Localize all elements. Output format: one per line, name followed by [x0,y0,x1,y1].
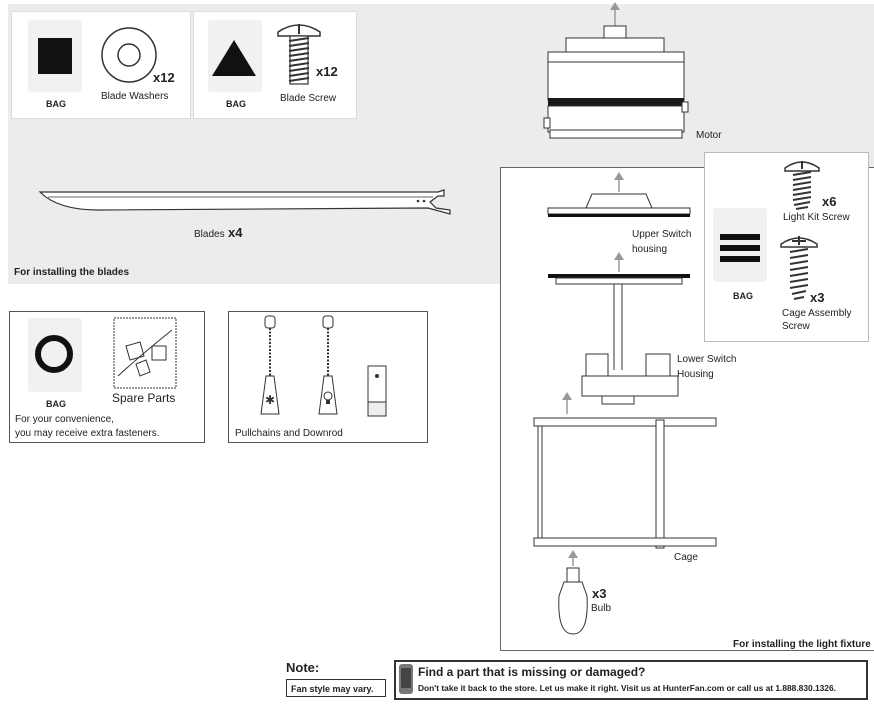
upper-switch-label-1: Upper Switch [632,229,692,240]
blade-washers-card [12,12,190,118]
bulb-label: Bulb [591,603,612,614]
cage-icon [533,392,717,549]
blade-screw-icon [277,24,321,85]
bulb-qty: x3 [592,586,607,601]
blade-icon [38,189,451,215]
bag-label: BAG [733,291,753,301]
spare-note-2: you may receive extra fasteners. [15,428,160,439]
pullchain-label: Pullchains and Downrod [235,428,343,439]
bulb-icon [558,550,588,635]
spare-parts-label: Spare Parts [112,391,176,405]
bag-label: BAG [46,99,66,109]
cage-screw-label-1: Cage Assembly [782,308,852,319]
lightkit-label: Light Kit Screw [783,212,850,223]
help-text: Don't take it back to the store. Let us … [418,683,836,693]
cage-screw-qty: x3 [810,290,825,305]
triangle-symbol-icon [212,40,256,76]
lower-switch-label-1: Lower Switch [677,354,737,365]
cage-screw-icon [780,236,818,300]
cage-screw-label-2: Screw [782,321,810,332]
lower-switch-housing-icon [548,252,690,405]
upper-switch-housing-icon [547,172,691,217]
motor-icon [543,2,689,139]
help-title: Find a part that is missing or damaged? [418,665,646,679]
light-kit-screw-icon [784,161,820,210]
upper-switch-label-2: housing [632,244,668,255]
phone-screen [401,668,411,688]
downrod-icon [367,365,387,417]
lightkit-qty: x6 [822,194,837,209]
spare-parts-bag-icon [113,317,177,389]
fan-pullchain-icon: ✱ [260,315,280,415]
blades-caption: For installing the blades [14,267,130,278]
note-text: Fan style may vary. [291,684,374,694]
square-symbol-icon [38,38,72,74]
bag-label: BAG [226,99,246,109]
blades-label: Blades [194,229,225,240]
screw-label: Blade Screw [280,93,337,104]
bag-label: BAG [46,399,66,409]
triple-bar-symbol-icon [720,234,760,262]
washer-icon [101,27,157,83]
motor-label: Motor [696,130,722,141]
note-title: Note: [286,660,320,675]
blades-qty: x4 [228,225,243,240]
cage-label: Cage [674,552,698,563]
svg-text:✱: ✱ [265,393,275,407]
help-banner [394,660,868,700]
light-pullchain-icon [318,315,338,415]
washers-label: Blade Washers [101,91,169,102]
washers-qty: x12 [153,70,175,85]
lower-switch-label-2: Housing [677,369,714,380]
spare-note-1: For your convenience, [15,414,114,425]
o-ring-icon [35,335,73,373]
light-caption: For installing the light fixture [733,639,871,650]
screw-qty: x12 [316,64,338,79]
note-box [286,679,386,697]
